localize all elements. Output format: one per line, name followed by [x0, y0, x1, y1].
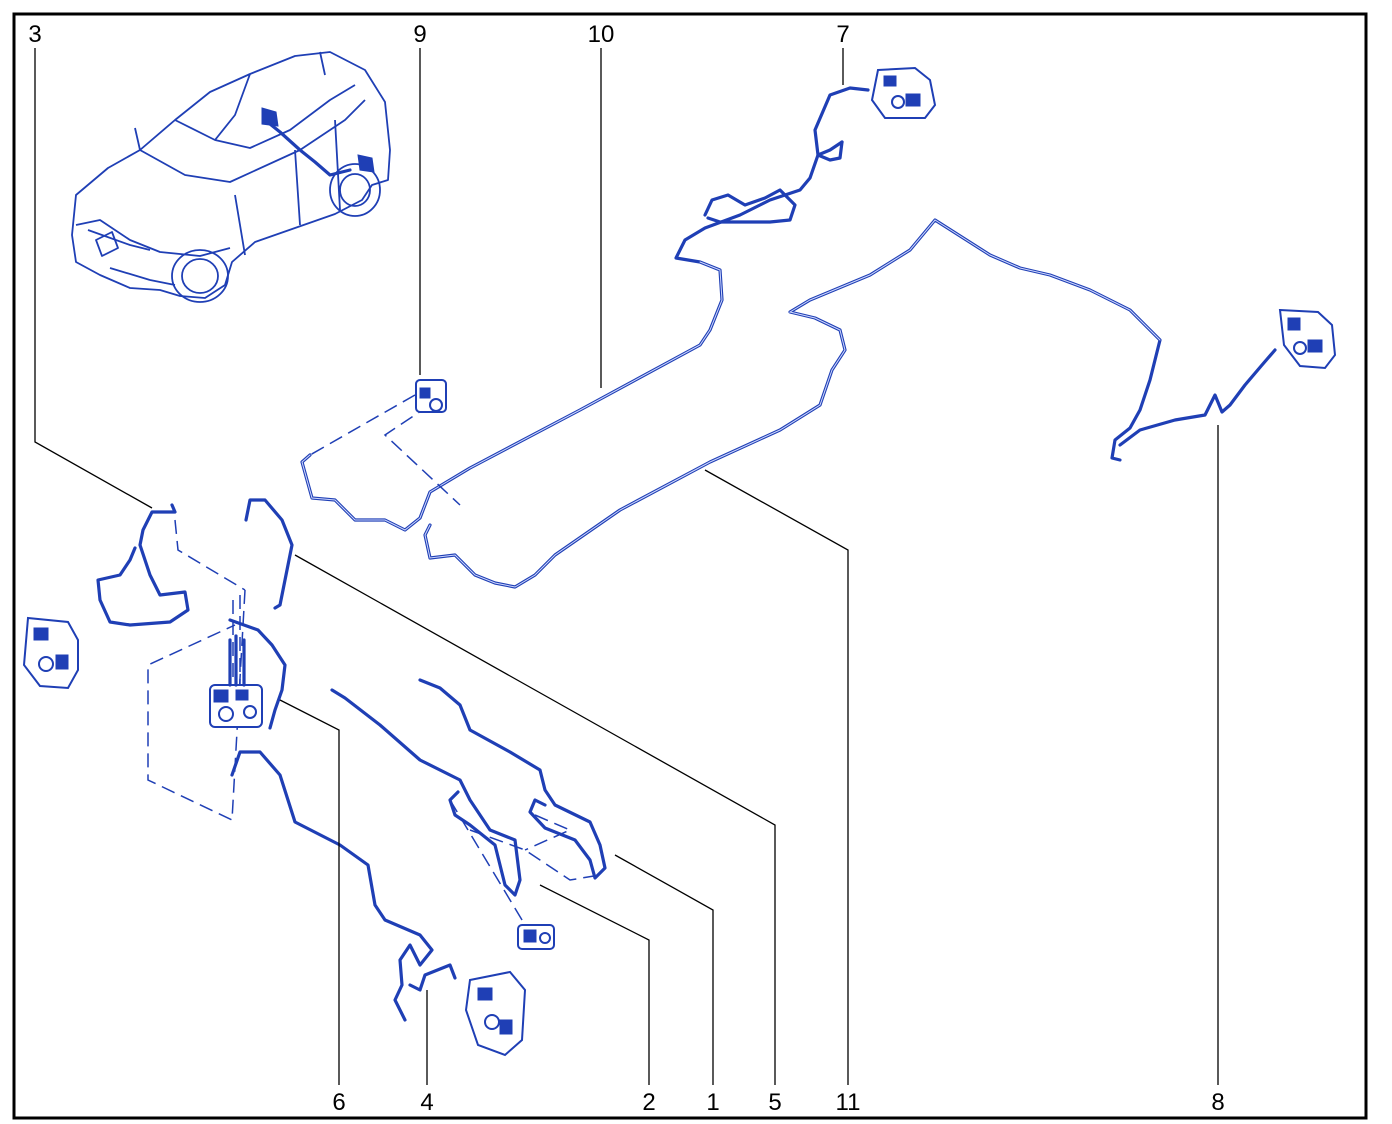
- vehicle-overview: [71, 51, 391, 303]
- callout-4: 4: [420, 1089, 433, 1116]
- brake-pipe-8: [1118, 348, 1277, 447]
- brake-pipe-3: [96, 503, 190, 627]
- leader-lines: [34, 48, 1219, 1085]
- brake-pipe-7-hose: [703, 188, 797, 224]
- brake-pipe-2: [330, 688, 522, 897]
- rear-left-caliper: [464, 970, 527, 1057]
- brake-pipe-6: [228, 618, 287, 730]
- brake-pipe-1: [418, 678, 607, 880]
- abs-hydraulic-unit: [209, 634, 263, 728]
- callout-3: 3: [28, 21, 41, 48]
- brake-pipe-4: [230, 750, 457, 1022]
- callout-11: 11: [836, 1089, 861, 1116]
- callout-6: 6: [332, 1089, 345, 1116]
- callout-labels: 3 9 10 7 6 4 2 1 5 11 8: [28, 21, 1224, 1116]
- callout-5: 5: [768, 1089, 781, 1116]
- rear-proportioning-valve: [517, 924, 555, 950]
- callout-2: 2: [642, 1089, 655, 1116]
- front-left-caliper: [22, 616, 79, 690]
- callout-10: 10: [588, 21, 615, 48]
- diagram-frame: [12, 12, 1368, 1120]
- callout-8: 8: [1211, 1089, 1224, 1116]
- front-right-caliper: [870, 66, 937, 119]
- master-cylinder: [415, 379, 447, 413]
- brake-pipe-7: [813, 86, 870, 162]
- rear-right-caliper: [1278, 308, 1337, 370]
- callout-7: 7: [836, 21, 849, 48]
- connector-lines: [147, 394, 601, 926]
- callout-9: 9: [413, 21, 426, 48]
- brake-pipe-5: [244, 498, 294, 610]
- callout-1: 1: [706, 1089, 719, 1116]
